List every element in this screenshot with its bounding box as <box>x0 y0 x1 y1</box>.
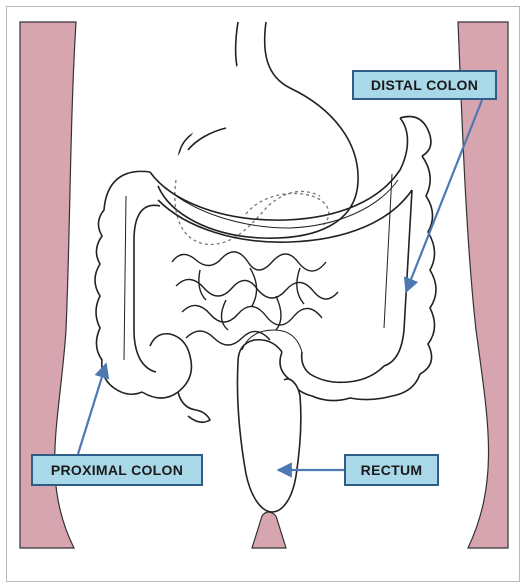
descending-colon <box>384 156 436 374</box>
distal-colon-label: DISTAL COLON <box>352 70 497 100</box>
rectum-shape <box>237 362 300 512</box>
small-intestine <box>172 252 338 345</box>
rectum-label: RECTUM <box>344 454 439 486</box>
pelvis-gap <box>252 512 286 548</box>
proximal-colon-arrow <box>78 364 106 454</box>
right-body-side <box>458 22 508 548</box>
stomach <box>158 22 358 238</box>
proximal-colon-label: PROXIMAL COLON <box>31 454 203 486</box>
